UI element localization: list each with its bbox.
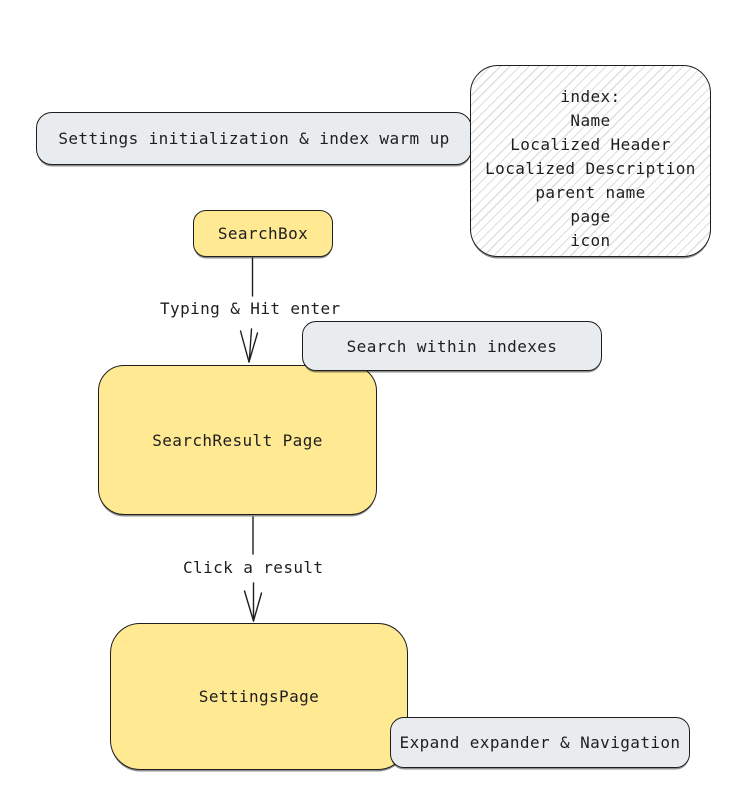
index-note-line: index: [560, 87, 621, 106]
node-settings-initialization-label: Settings initialization & index warm up [58, 129, 450, 148]
node-search-within-indexes-label: Search within indexes [346, 336, 558, 356]
edge-label-typing-hit-enter: Typing & Hit enter [160, 299, 341, 318]
node-search-box-label: SearchBox [217, 224, 309, 243]
node-expand-expander-navigation: Expand expander & Navigation [390, 717, 690, 768]
node-index-fields-note: index: Name Localized Header Localized D… [470, 65, 711, 257]
node-expand-expander-navigation-label: Expand expander & Navigation [399, 733, 681, 752]
index-note-line: icon [570, 231, 611, 250]
index-note-line: parent name [535, 183, 646, 202]
index-note-line: Localized Header [510, 135, 671, 154]
node-settings-page-label: SettingsPage [198, 687, 320, 706]
index-note-line: Name [570, 111, 611, 130]
index-note-line: Localized Description [485, 159, 696, 178]
index-note-line: page [570, 207, 611, 226]
node-settings-page: SettingsPage [110, 623, 408, 770]
node-search-box: SearchBox [193, 210, 333, 257]
edge-label-click-a-result: Click a result [183, 558, 324, 577]
node-search-result-page: SearchResult Page [98, 365, 377, 515]
node-search-result-page-label: SearchResult Page [152, 430, 323, 450]
node-search-within-indexes: Search within indexes [302, 321, 602, 371]
node-settings-initialization: Settings initialization & index warm up [36, 112, 472, 165]
